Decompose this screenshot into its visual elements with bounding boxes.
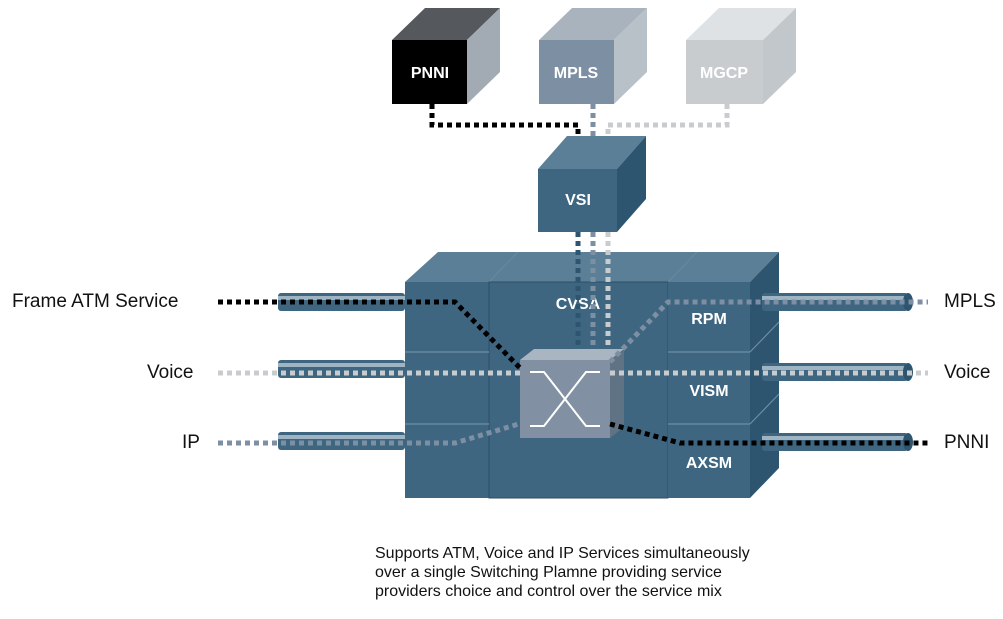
module-label-axsm: AXSM (686, 455, 732, 472)
caption-line-1: Supports ATM, Voice and IP Services simu… (375, 545, 750, 562)
service-paths (218, 299, 928, 446)
module-label-rpm: RPM (691, 311, 727, 328)
cross-connect-icon (530, 371, 600, 427)
mpls-box: MPLS (539, 8, 647, 104)
mgcp-box-face (686, 40, 763, 104)
ip-path (218, 420, 523, 446)
vsi-switch-links (575, 232, 611, 352)
pnni-link (429, 104, 581, 155)
pnni-box-label: PNNI (411, 65, 449, 82)
mgcp-box: MGCP (686, 8, 796, 104)
mpls-box-face (539, 40, 614, 104)
pnni-box-face (392, 40, 467, 104)
mpls-path (608, 299, 928, 364)
module-label-vism: VISM (689, 383, 728, 400)
pnni-path (609, 421, 928, 446)
vsi-box: VSI (538, 136, 646, 232)
caption: Supports ATM, Voice and IP Services simu… (375, 544, 895, 601)
pnni-box: PNNI (392, 8, 500, 104)
frame-atm-path (218, 299, 524, 372)
service-label-voice-left: Voice (147, 362, 194, 383)
service-label-frame-atm: Frame ATM Service (12, 291, 179, 312)
left-module-column (405, 282, 489, 498)
left-pipes (278, 293, 405, 450)
mgcp-box-label: MGCP (700, 65, 748, 82)
caption-line-2: over a single Switching Plamne providing… (375, 564, 722, 581)
switch-fabric (520, 349, 624, 438)
vsi-box-label: VSI (565, 192, 591, 209)
vsi-box-face (538, 169, 617, 232)
service-label-mpls: MPLS (944, 291, 996, 312)
right-module-column (668, 282, 750, 498)
mpls-box-label: MPLS (554, 65, 599, 82)
service-label-pnni: PNNI (944, 432, 990, 453)
caption-line-3: providers choice and control over the se… (375, 583, 722, 600)
service-label-voice-right: Voice (944, 362, 991, 383)
service-label-ip: IP (182, 432, 200, 453)
